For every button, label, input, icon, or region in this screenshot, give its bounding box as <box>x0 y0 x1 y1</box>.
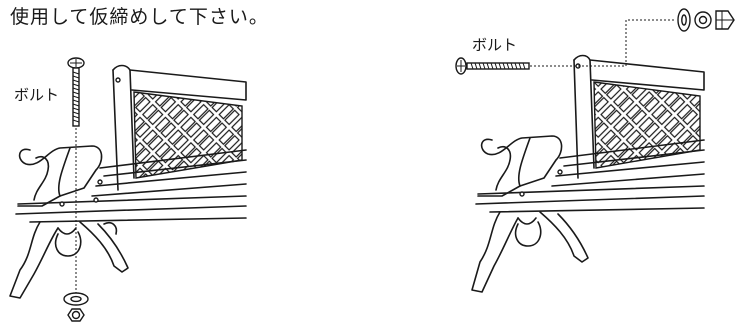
bolt-horizontal-right <box>455 57 530 75</box>
washer-left <box>63 292 89 306</box>
nut-left <box>67 308 85 322</box>
bench-right <box>471 54 705 293</box>
lattice-panel-left <box>133 91 243 179</box>
instruction-text: 使用して仮締めして下さい。 <box>10 6 269 28</box>
lattice-panel-right <box>593 81 701 169</box>
washer-right <box>677 8 691 32</box>
bolt-label-left: ボルト <box>14 86 60 104</box>
bolt-label-right: ボルト <box>472 36 518 54</box>
nut-right <box>715 10 735 30</box>
bolt-vertical-left <box>67 57 85 127</box>
lock-washer-right <box>694 11 712 29</box>
bench-left <box>9 64 247 299</box>
bolt-path-line-right <box>530 19 676 67</box>
